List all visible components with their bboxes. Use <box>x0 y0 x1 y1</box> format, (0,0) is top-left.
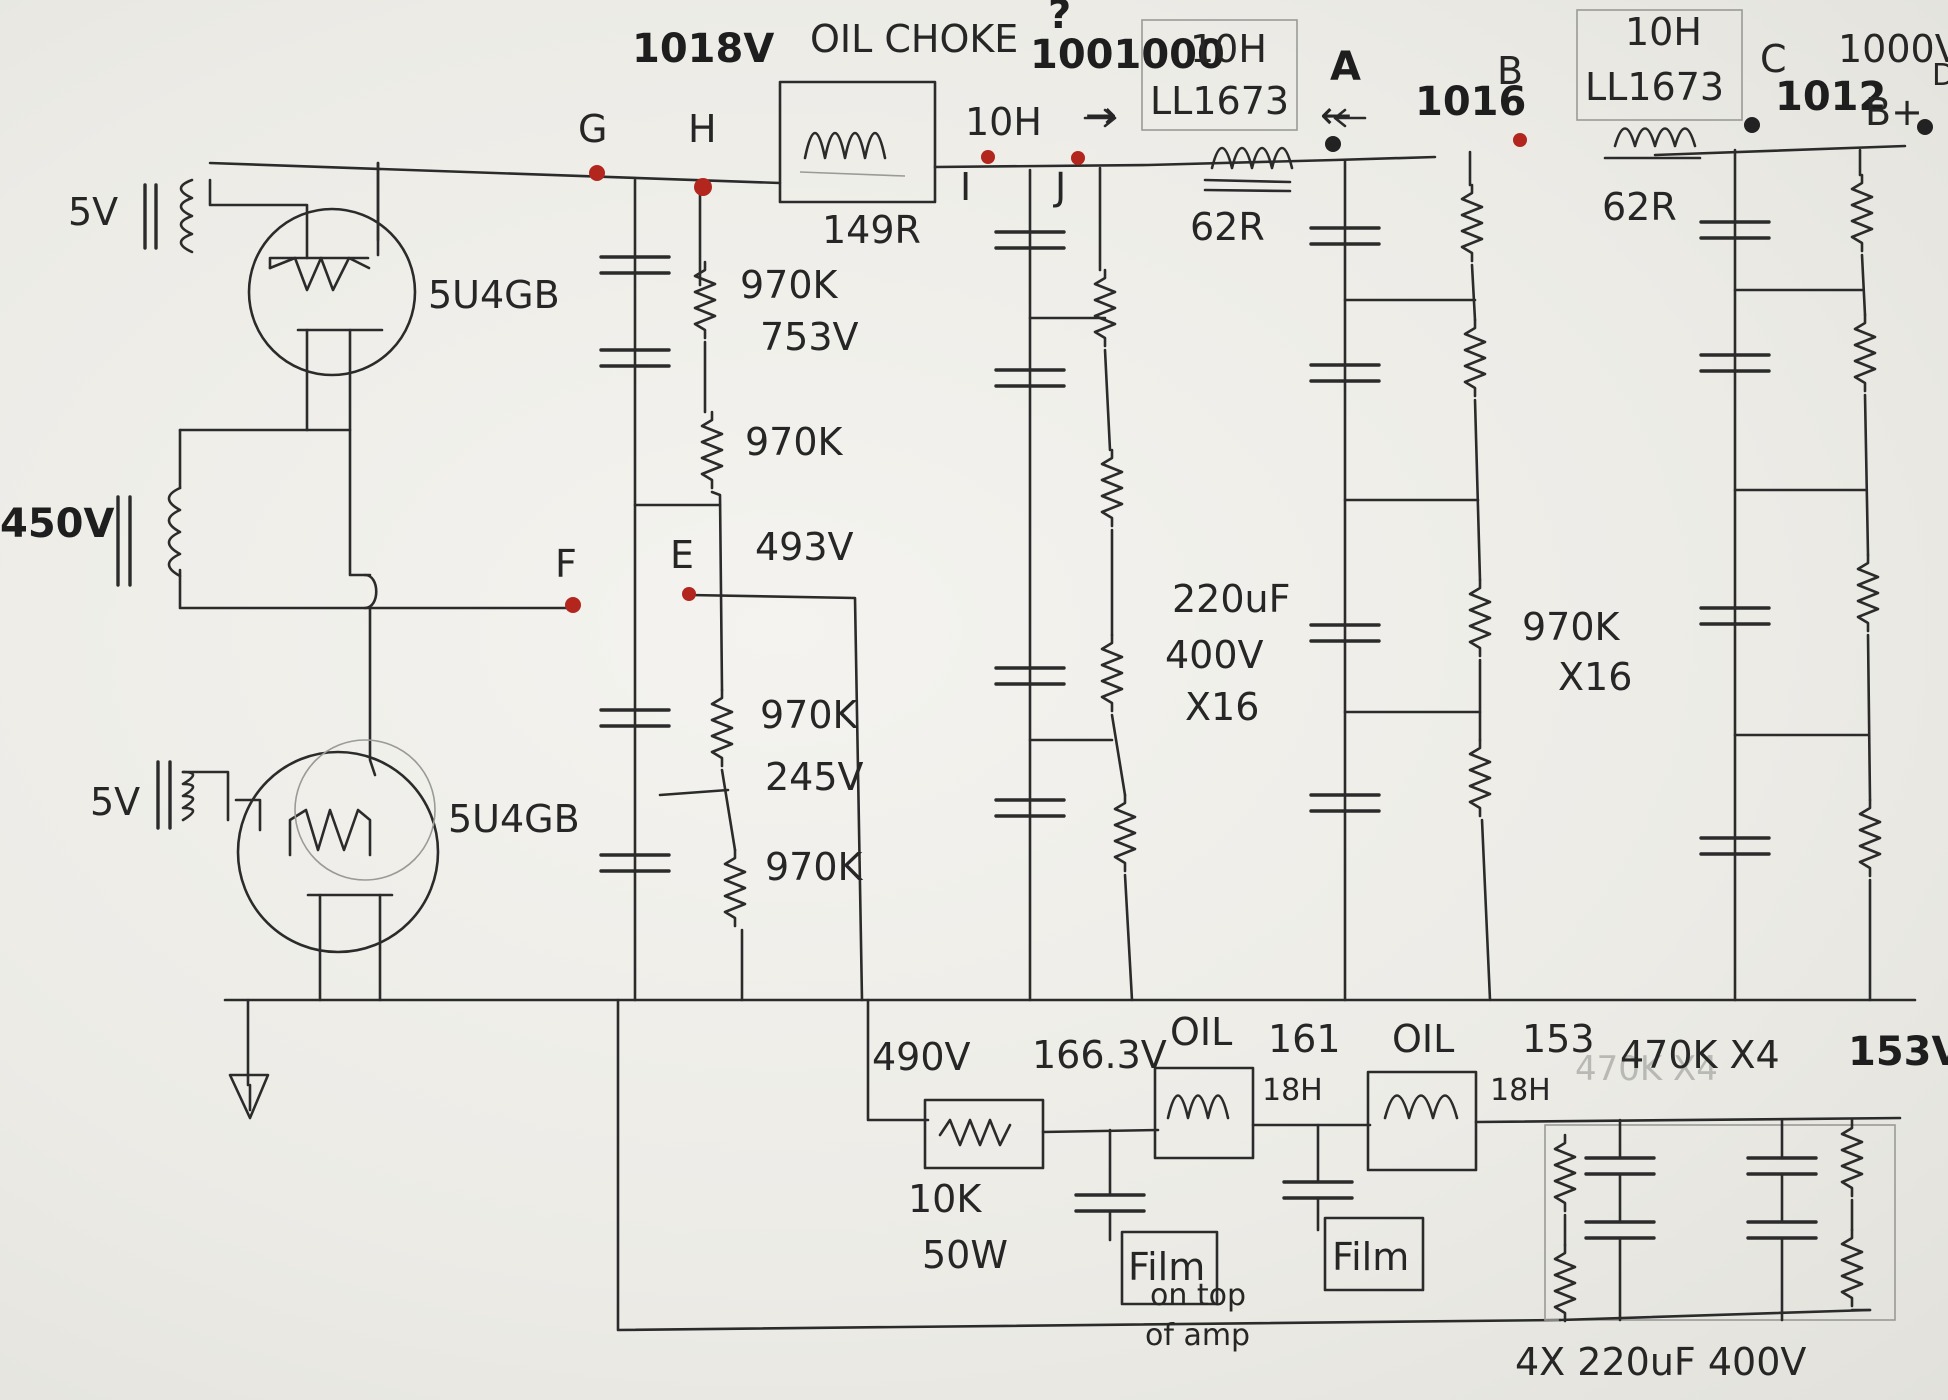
rectifier-tube-bottom <box>236 750 440 954</box>
ind-18h-1: 18H <box>1262 1073 1323 1108</box>
probe-dot-i <box>981 150 995 164</box>
divider-v2: 493V <box>755 525 854 569</box>
rectifier-tube-top <box>247 207 417 377</box>
oil-choke-1-box <box>1153 1066 1255 1160</box>
probe-dot-e <box>682 587 696 601</box>
res-10k-value: 10K <box>908 1177 982 1221</box>
node-f-label: F <box>555 542 577 586</box>
choke1-inductance: 10H <box>1190 27 1267 71</box>
heater-top-label: 5V <box>68 190 118 234</box>
voltage-1016: 1016 <box>1415 79 1526 125</box>
voltage-153v: 153V <box>1848 1029 1948 1075</box>
bank-cap-count: X16 <box>1185 685 1259 729</box>
node-i-label: I <box>960 165 971 209</box>
probe-dot-b <box>1513 133 1527 147</box>
bank-cap-voltage: 400V <box>1165 633 1264 677</box>
res-bank-ghost-label: 470K X4 <box>1575 1049 1718 1089</box>
choke-first-inductance: 10H <box>965 100 1042 144</box>
node-d-label: D <box>1932 58 1948 93</box>
heater-bottom-label: 5V <box>90 780 140 824</box>
choke-coil-icon <box>1613 127 1697 148</box>
choke-coil-icon <box>1210 146 1294 170</box>
ground-icon <box>228 1073 270 1120</box>
probe-dot-a <box>1325 136 1341 152</box>
voltage-1001: 1001000 <box>1030 32 1225 78</box>
node-h-label: H <box>688 107 717 151</box>
oil-label-1: OIL <box>1170 1010 1232 1054</box>
film-note-2: of amp <box>1145 1318 1250 1353</box>
arrow-right: → <box>1085 93 1117 137</box>
node-e-label: E <box>670 533 694 577</box>
choke1-model: LL1673 <box>1150 79 1289 123</box>
ll1673-box-1 <box>1141 19 1298 131</box>
node-c-label: C <box>1760 37 1787 81</box>
choke2-model: LL1673 <box>1585 65 1724 109</box>
bank-cap-value: 220uF <box>1172 577 1290 621</box>
question-mark: ? <box>1048 0 1071 38</box>
probe-dot-g <box>589 165 605 181</box>
node-g-label: G <box>578 107 607 151</box>
heater-coil-icon <box>181 770 195 822</box>
voltage-1000: 1000V <box>1838 27 1948 71</box>
choke-coil-icon <box>1166 1094 1230 1120</box>
probe-dot-j <box>1071 151 1085 165</box>
choke2-inductance: 10H <box>1625 10 1702 54</box>
oil-choke-label: OIL CHOKE <box>810 17 1018 61</box>
probe-dot-c <box>1744 117 1760 133</box>
node-a-label: A <box>1330 44 1361 90</box>
voltage-153: 153 <box>1522 1017 1595 1061</box>
arrow-left: ← <box>1320 93 1352 137</box>
film-cap-2-box <box>1323 1216 1425 1292</box>
res-10k-power: 50W <box>922 1233 1008 1277</box>
choke-coil-icon <box>1383 1094 1459 1120</box>
res-bank-label: 470K X4 <box>1620 1033 1780 1077</box>
oil-choke-2-box <box>1366 1070 1478 1172</box>
probe-dot-h <box>694 178 712 196</box>
divider-r1: 970K <box>740 263 839 307</box>
divider-r3: 970K <box>760 693 859 737</box>
ll1673-dcr-2: 62R <box>1602 185 1677 229</box>
heater-coil-icon <box>179 178 194 254</box>
choke-first-dcr: 149R <box>822 208 921 252</box>
tube-top-label: 5U4GB <box>428 273 560 317</box>
ll1673-box-2 <box>1576 9 1743 121</box>
film-cap-2-label: Film <box>1332 1235 1409 1279</box>
transformer-coil-icon <box>167 486 182 578</box>
node-b-label: B <box>1497 49 1523 93</box>
oil-label-2: OIL <box>1392 1017 1454 1061</box>
b-plus-label: B+ <box>1865 90 1923 134</box>
cap-bank-label: 4X 220uF 400V <box>1515 1340 1806 1384</box>
divider-r4: 970K <box>765 845 864 889</box>
voltage-1018: 1018V <box>632 26 774 72</box>
ind-18h-2: 18H <box>1490 1073 1551 1108</box>
bank-res-value: 970K <box>1522 605 1621 649</box>
choke-coil-icon <box>803 132 887 160</box>
probe-dot-f <box>565 597 581 613</box>
divider-r2: 970K <box>745 420 844 464</box>
oil-choke-box <box>778 80 937 204</box>
voltage-490: 490V <box>872 1035 971 1079</box>
divider-v3: 245V <box>765 755 864 799</box>
node-j-label: J <box>1053 165 1066 209</box>
voltage-161: 161 <box>1268 1017 1341 1061</box>
tube-bottom-label: 5U4GB <box>448 797 580 841</box>
film-cap-1-box <box>1120 1230 1219 1306</box>
ll1673-dcr-1: 62R <box>1190 205 1265 249</box>
bank-res-count: X16 <box>1558 655 1632 699</box>
voltage-1012: 1012 <box>1775 74 1886 120</box>
probe-dot-d <box>1917 119 1933 135</box>
wirewound-resistor-box <box>923 1098 1045 1170</box>
hv-winding-label: 450V <box>0 501 114 547</box>
film-note-1: on top <box>1150 1278 1246 1313</box>
film-cap-1-label: Film <box>1128 1245 1205 1289</box>
divider-v1: 753V <box>760 315 859 359</box>
voltage-166: 166.3V <box>1032 1033 1167 1077</box>
